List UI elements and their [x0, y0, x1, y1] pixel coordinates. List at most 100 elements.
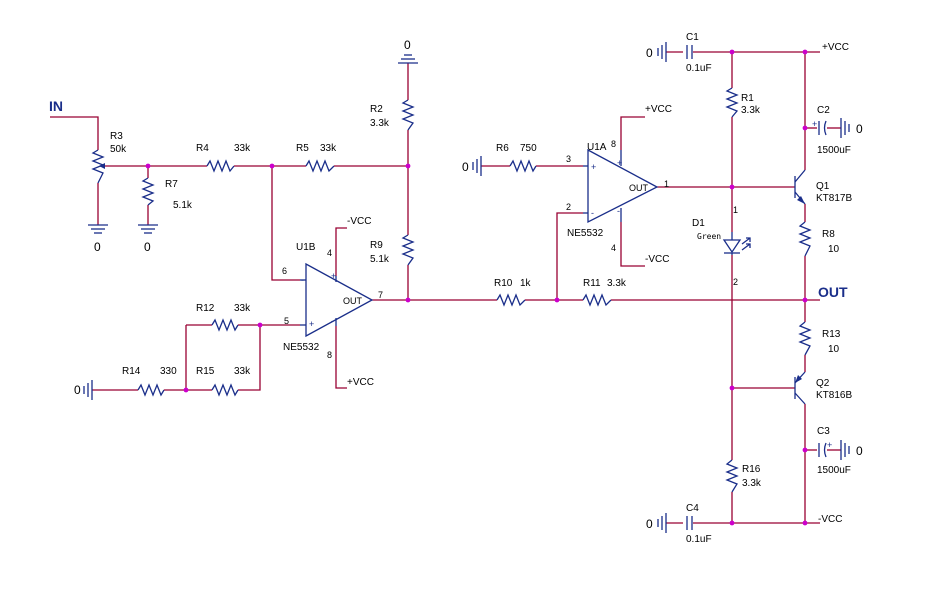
u1a-vpos-mark: + — [617, 158, 622, 168]
r16-value: 3.3k — [742, 478, 762, 489]
u1a-plus-sign: + — [591, 162, 596, 172]
ground-symbol: 0 — [74, 380, 93, 400]
q1-ref: Q1 — [816, 181, 830, 192]
resistor-r15: R15 33k — [196, 366, 251, 397]
u1a-pin3: 3 — [566, 154, 571, 164]
c1-ref: C1 — [686, 32, 699, 43]
u1a-vneg-mark: - — [617, 206, 620, 216]
capacitor-c4: C4 0.1uF — [686, 503, 712, 545]
resistor-r11: R11 3.3k — [582, 278, 627, 307]
opamp-u1b: - + + - OUT U1B NE5532 6 5 7 4 8 -VCC +V… — [282, 216, 383, 388]
led-d1: D1 Green 1 2 — [692, 205, 751, 287]
junctions — [145, 49, 808, 526]
q1-part: KT817B — [816, 193, 852, 204]
u1a-pin2: 2 — [566, 202, 571, 212]
r6-ref: R6 — [496, 143, 509, 154]
u1b-pin6: 6 — [282, 266, 287, 276]
u1a-vneg-label: -VCC — [645, 254, 669, 265]
c2-value: 1500uF — [817, 145, 851, 156]
wires — [50, 51, 841, 524]
c4-value: 0.1uF — [686, 534, 712, 545]
u1b-out-label: OUT — [343, 296, 363, 306]
vpos-rail-label: +VCC — [822, 42, 849, 53]
junction-dot — [802, 49, 808, 55]
transistor-q2: Q2 KT816B — [794, 371, 852, 405]
resistor-r7: R7 5.1k — [141, 177, 193, 211]
junction-dot — [729, 520, 735, 526]
resistor-r16: R16 3.3k — [725, 459, 762, 493]
u1b-vneg-label: -VCC — [347, 216, 371, 227]
u1b-pin4: 4 — [327, 248, 332, 258]
r15-value: 33k — [234, 366, 251, 377]
ground-label: 0 — [646, 46, 653, 60]
r2-value: 3.3k — [370, 118, 390, 129]
ground-symbol: 0 — [398, 38, 418, 64]
resistor-r5: R5 33k — [296, 143, 337, 173]
r5-value: 33k — [320, 143, 337, 154]
ground-label: 0 — [144, 240, 151, 254]
c1-value: 0.1uF — [686, 63, 712, 74]
u1a-minus-sign: - — [591, 208, 594, 218]
u1b-ref: U1B — [296, 242, 316, 253]
r11-value: 3.3k — [607, 278, 627, 289]
ground-symbol: 0 — [646, 513, 667, 533]
u1b-pin8: 8 — [327, 350, 332, 360]
r4-ref: R4 — [196, 143, 209, 154]
r6-value: 750 — [520, 143, 537, 154]
r12-ref: R12 — [196, 303, 215, 314]
resistor-r10: R10 1k — [494, 278, 532, 307]
output-label: OUT — [818, 284, 848, 300]
u1b-minus-sign: - — [301, 275, 304, 285]
u1a-out-label: OUT — [629, 183, 649, 193]
ground-symbol: 0 — [646, 42, 667, 62]
r3-ref: R3 — [110, 131, 123, 142]
u1b-pin5: 5 — [284, 316, 289, 326]
junction-dot — [729, 385, 735, 391]
capacitor-c1: C1 0.1uF — [686, 32, 712, 74]
u1a-ref: U1A — [587, 142, 607, 153]
junction-dot — [145, 163, 151, 169]
junction-dot — [802, 297, 808, 303]
r9-ref: R9 — [370, 240, 383, 251]
ground-label: 0 — [856, 444, 863, 458]
ground-label: 0 — [646, 517, 653, 531]
input-label: IN — [49, 98, 63, 114]
r15-ref: R15 — [196, 366, 215, 377]
capacitor-c3: + C3 1500uF — [817, 426, 851, 476]
resistor-r1: R1 3.3k — [725, 87, 761, 118]
r10-ref: R10 — [494, 278, 513, 289]
c4-ref: C4 — [686, 503, 699, 514]
junction-dot — [257, 322, 263, 328]
resistor-r8: R8 10 — [798, 221, 840, 257]
junction-dot — [729, 49, 735, 55]
r7-ref: R7 — [165, 179, 178, 190]
ground-label: 0 — [856, 122, 863, 136]
r3-value: 50k — [110, 144, 127, 155]
u1b-vpos-label: +VCC — [347, 377, 374, 388]
junction-dot — [554, 297, 560, 303]
resistor-r12: R12 33k — [196, 303, 251, 332]
c2-polarity: + — [812, 119, 817, 129]
r5-ref: R5 — [296, 143, 309, 154]
u1a-pin8: 8 — [611, 139, 616, 149]
ground-label: 0 — [404, 38, 411, 52]
ground-symbol: 0 — [840, 118, 863, 138]
resistor-r4: R4 33k — [196, 143, 251, 173]
junction-dot — [802, 520, 808, 526]
r7-value: 5.1k — [173, 200, 193, 211]
u1a-pin4: 4 — [611, 243, 616, 253]
ground-symbol: 0 — [462, 156, 482, 176]
u1b-plus-sign: + — [309, 319, 314, 329]
q2-ref: Q2 — [816, 378, 830, 389]
q2-part: KT816B — [816, 390, 852, 401]
d1-color: Green — [697, 232, 721, 241]
u1a-part: NE5532 — [567, 228, 604, 239]
junction-dot — [183, 387, 189, 393]
r12-value: 33k — [234, 303, 251, 314]
r2-ref: R2 — [370, 104, 383, 115]
resistor-r2: R2 3.3k — [370, 99, 415, 131]
u1b-vpos-mark: + — [331, 271, 336, 281]
r1-ref: R1 — [741, 93, 754, 104]
junction-dot — [802, 125, 808, 131]
